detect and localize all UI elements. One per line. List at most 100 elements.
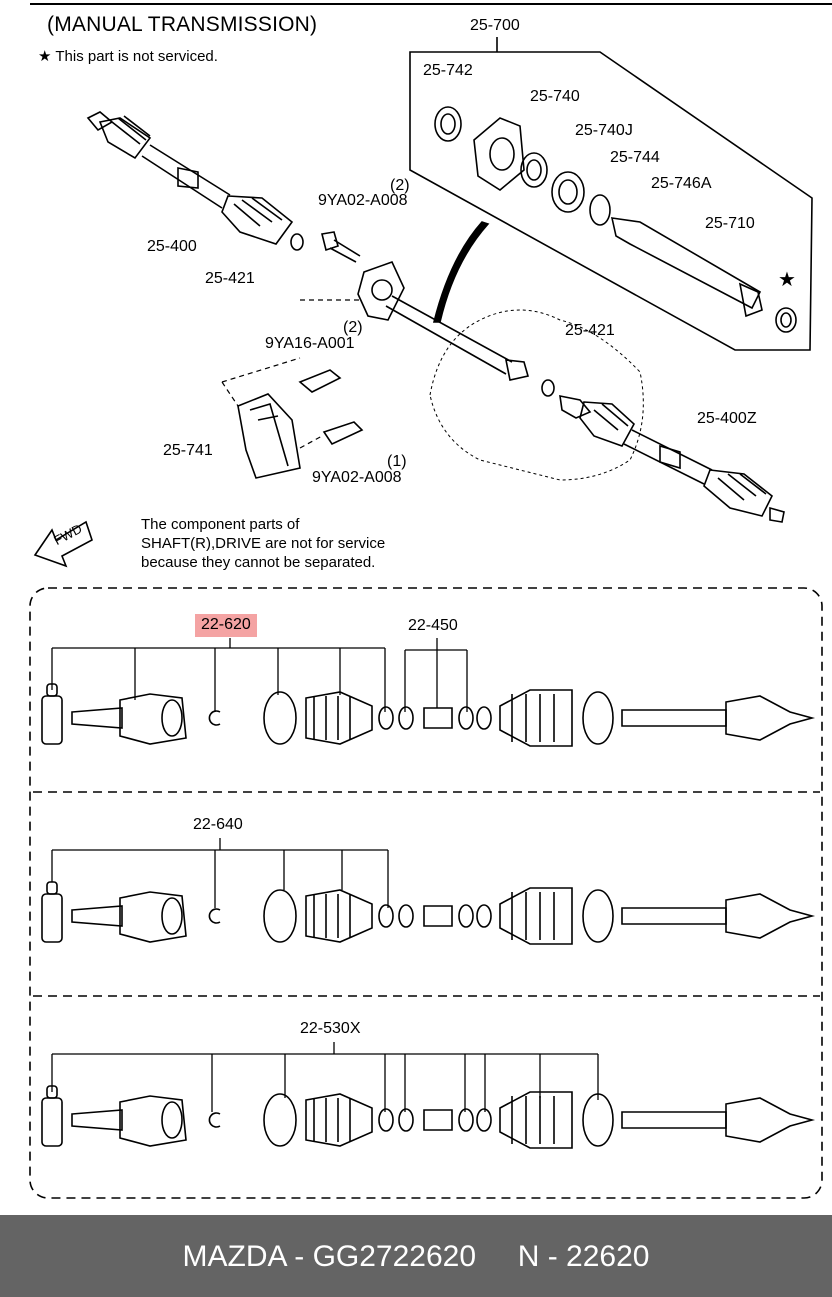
boot-band-large xyxy=(263,1093,297,1147)
not-serviced-text: This part is not serviced. xyxy=(55,48,218,65)
exploded-parts-diagram xyxy=(29,3,832,1199)
boot-band-large xyxy=(582,691,614,745)
diagram-title: (MANUAL TRANSMISSION) xyxy=(47,13,318,36)
label-22-640: 22-640 xyxy=(193,816,243,833)
outer-joint-housing xyxy=(119,693,187,745)
grease-tube xyxy=(41,695,63,745)
qty-9YA16-A001: (2) xyxy=(343,319,363,336)
boot xyxy=(305,889,373,943)
footer-caption: MAZDA - GG2722620 N - 22620 xyxy=(182,1240,650,1273)
label-25-742: 25-742 xyxy=(423,62,473,79)
footer-bar xyxy=(0,1215,832,1297)
inner-joint-stem xyxy=(71,707,123,729)
grease-tube-cap xyxy=(46,683,58,697)
outer-cv-joint xyxy=(725,695,816,741)
dynamic-damper xyxy=(423,1109,453,1131)
outer-joint-face xyxy=(161,1101,183,1139)
boot xyxy=(305,691,373,745)
insertion-arrow-icon xyxy=(432,221,490,323)
label-25-400Z: 25-400Z xyxy=(697,410,757,427)
outer-joint-housing xyxy=(119,891,187,943)
service-note-line-3: because they cannot be separated. xyxy=(141,554,376,571)
boot-band-small xyxy=(378,904,394,928)
inner-boot xyxy=(499,689,573,747)
label-25-741: 25-741 xyxy=(163,442,213,459)
dynamic-damper xyxy=(423,905,453,927)
boot-band-large xyxy=(582,1093,614,1147)
label-25-740J: 25-740J xyxy=(575,122,633,139)
kit-22-620-leaders xyxy=(51,638,468,712)
snap-ring xyxy=(208,710,221,726)
boot xyxy=(305,1093,373,1147)
label-22-530X: 22-530X xyxy=(300,1020,361,1037)
not-serviced-star-icon: ★ xyxy=(778,269,796,291)
kit-22-530X-leaders xyxy=(51,1042,599,1112)
inner-boot xyxy=(499,887,573,945)
boot-band-large xyxy=(263,889,297,943)
label-25-700: 25-700 xyxy=(470,17,520,34)
label-22-450: 22-450 xyxy=(408,617,458,634)
component-row-3 xyxy=(41,1085,816,1149)
label-25-400: 25-400 xyxy=(147,238,197,255)
outer-cv-joint xyxy=(725,893,816,939)
outer-joint-housing xyxy=(119,1095,187,1147)
assembly-guide-lines xyxy=(221,299,360,449)
clip-ring xyxy=(398,1108,414,1132)
qty-9YA02-A008-a: (2) xyxy=(390,177,410,194)
label-25-746A: 25-746A xyxy=(651,175,712,192)
snap-ring xyxy=(208,1112,221,1128)
footer-part-number: GG2722620 xyxy=(312,1240,477,1273)
footer-ref-number: N - 22620 xyxy=(517,1240,650,1273)
bracket xyxy=(237,369,364,479)
qty-9YA02-A008-b: (1) xyxy=(387,453,407,470)
label-25-744: 25-744 xyxy=(610,149,660,166)
clip-ring xyxy=(476,706,492,730)
clip-ring xyxy=(458,1108,474,1132)
label-25-740: 25-740 xyxy=(530,88,580,105)
outer-joint-face xyxy=(161,897,183,935)
center-bearing-support xyxy=(321,231,405,321)
boot-band-large xyxy=(263,691,297,745)
star-icon: ★ xyxy=(38,48,52,65)
boot-band-large xyxy=(582,889,614,943)
label-22-620-highlighted: 22-620 xyxy=(195,614,257,637)
clip-ring xyxy=(398,904,414,928)
label-9YA16-A001: 9YA16-A001 xyxy=(265,335,355,352)
label-9YA02-A008-a: 9YA02-A008 xyxy=(318,192,408,209)
grease-tube xyxy=(41,1097,63,1147)
label-25-421-b: 25-421 xyxy=(565,322,615,339)
shaft xyxy=(621,1111,727,1129)
inner-boot xyxy=(499,1091,573,1149)
grease-tube xyxy=(41,893,63,943)
service-note-line-2: SHAFT(R),DRIVE are not for service xyxy=(141,535,386,552)
grease-tube-cap xyxy=(46,1085,58,1099)
outer-joint-face xyxy=(161,699,183,737)
component-row-2 xyxy=(41,881,816,945)
label-9YA02-A008-b: 9YA02-A008 xyxy=(312,469,402,486)
service-note-line-1: The component parts of xyxy=(141,516,300,533)
components-frame xyxy=(29,587,823,1199)
boot-band-small xyxy=(378,706,394,730)
bearing-kit-box xyxy=(409,51,813,351)
not-serviced-note: ★ This part is not serviced. xyxy=(38,49,218,64)
clip-ring xyxy=(458,904,474,928)
dynamic-damper xyxy=(423,707,453,729)
fwd-arrow-icon xyxy=(33,520,93,568)
clip-ring xyxy=(458,706,474,730)
boot-band-small xyxy=(378,1108,394,1132)
kit-22-640-leaders xyxy=(51,838,389,908)
outer-cv-joint xyxy=(725,1097,816,1143)
clip-ring xyxy=(398,706,414,730)
inner-joint-stem xyxy=(71,905,123,927)
right-driveshaft xyxy=(385,295,785,523)
snap-ring xyxy=(208,908,221,924)
label-25-710: 25-710 xyxy=(705,215,755,232)
grease-tube-cap xyxy=(46,881,58,895)
clip-ring xyxy=(476,1108,492,1132)
clip-ring xyxy=(476,904,492,928)
left-driveshaft xyxy=(86,111,304,251)
inner-joint-stem xyxy=(71,1109,123,1131)
label-25-421-a: 25-421 xyxy=(205,270,255,287)
bearing-kit-parts xyxy=(434,106,797,333)
